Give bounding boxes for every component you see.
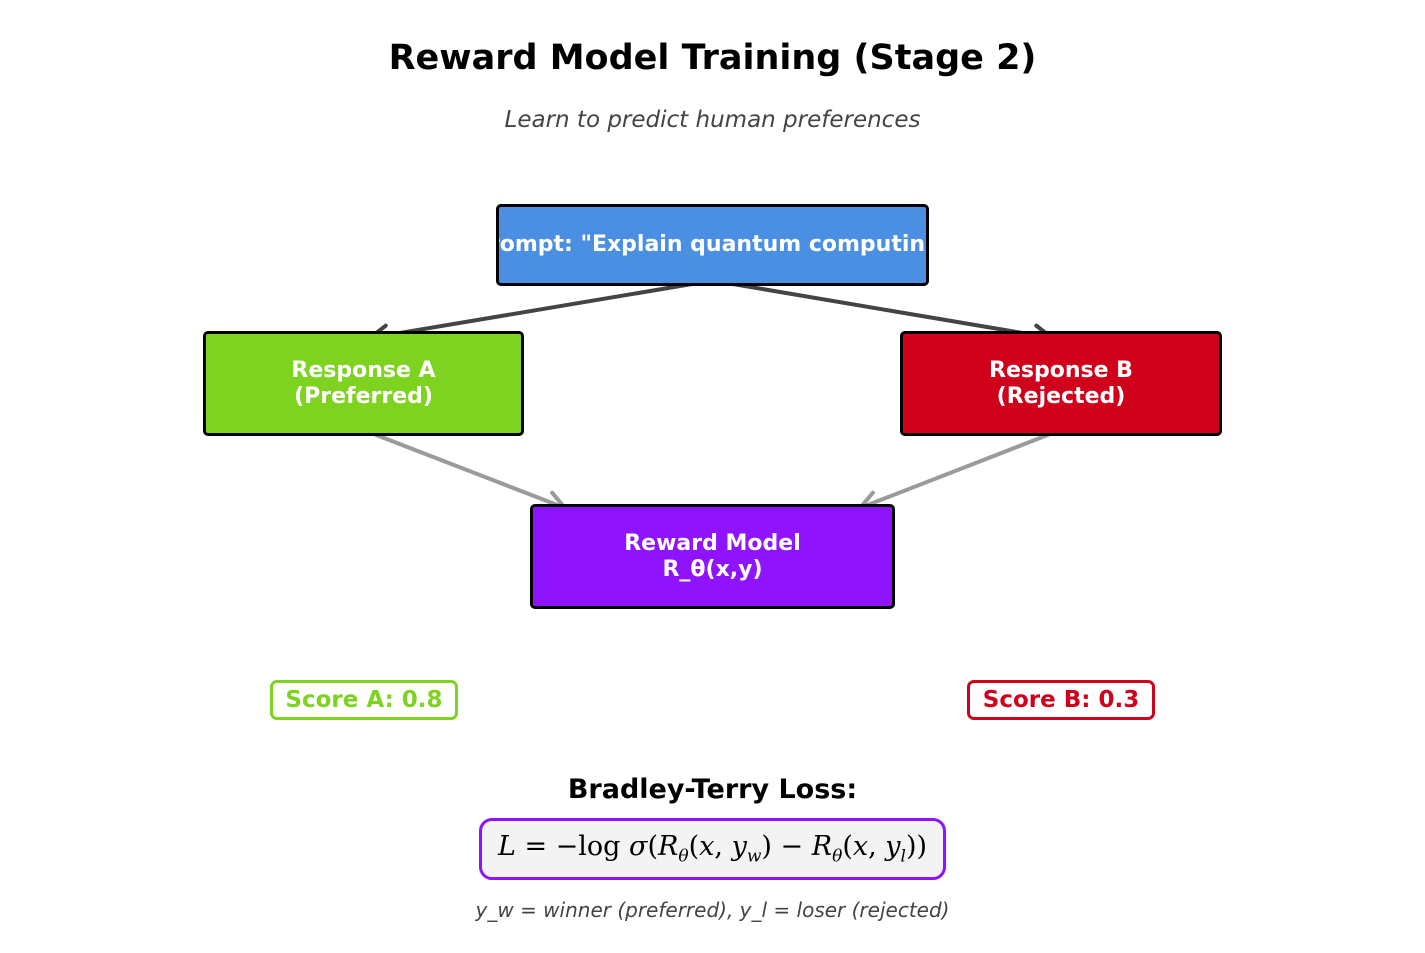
reward-model-label: Reward Model: [624, 530, 801, 556]
response-b-sublabel: (Rejected): [996, 383, 1126, 409]
response-a-label: Response A: [291, 357, 436, 383]
diagram-title: Reward Model Training (Stage 2): [388, 38, 1037, 78]
loss-title: Bradley-Terry Loss:: [567, 774, 858, 805]
diagram-subtitle: Learn to predict human preferences: [504, 107, 921, 133]
response-a-sublabel: (Preferred): [294, 383, 433, 409]
response-b-label: Response B: [989, 357, 1133, 383]
response-b-node: Response B (Rejected): [900, 331, 1222, 436]
score-a-badge: Score A: 0.8: [270, 680, 458, 720]
reward-model-node: Reward Model R_θ(x,y): [530, 504, 895, 609]
loss-note: y_w = winner (preferred), y_l = loser (r…: [475, 898, 950, 922]
arrow-b-to-reward-model: [858, 429, 1060, 513]
prompt-text: Prompt: "Explain quantum computing": [496, 232, 929, 257]
response-a-node: Response A (Preferred): [203, 331, 524, 436]
arrow-a-to-reward-model: [364, 429, 567, 513]
reward-model-function: R_θ(x,y): [662, 556, 763, 582]
prompt-node: Prompt: "Explain quantum computing": [496, 204, 929, 286]
score-b-badge: Score B: 0.3: [967, 680, 1155, 720]
loss-formula: L = −log σ(Rθ(x, yw) − Rθ(x, yl)): [479, 818, 946, 880]
